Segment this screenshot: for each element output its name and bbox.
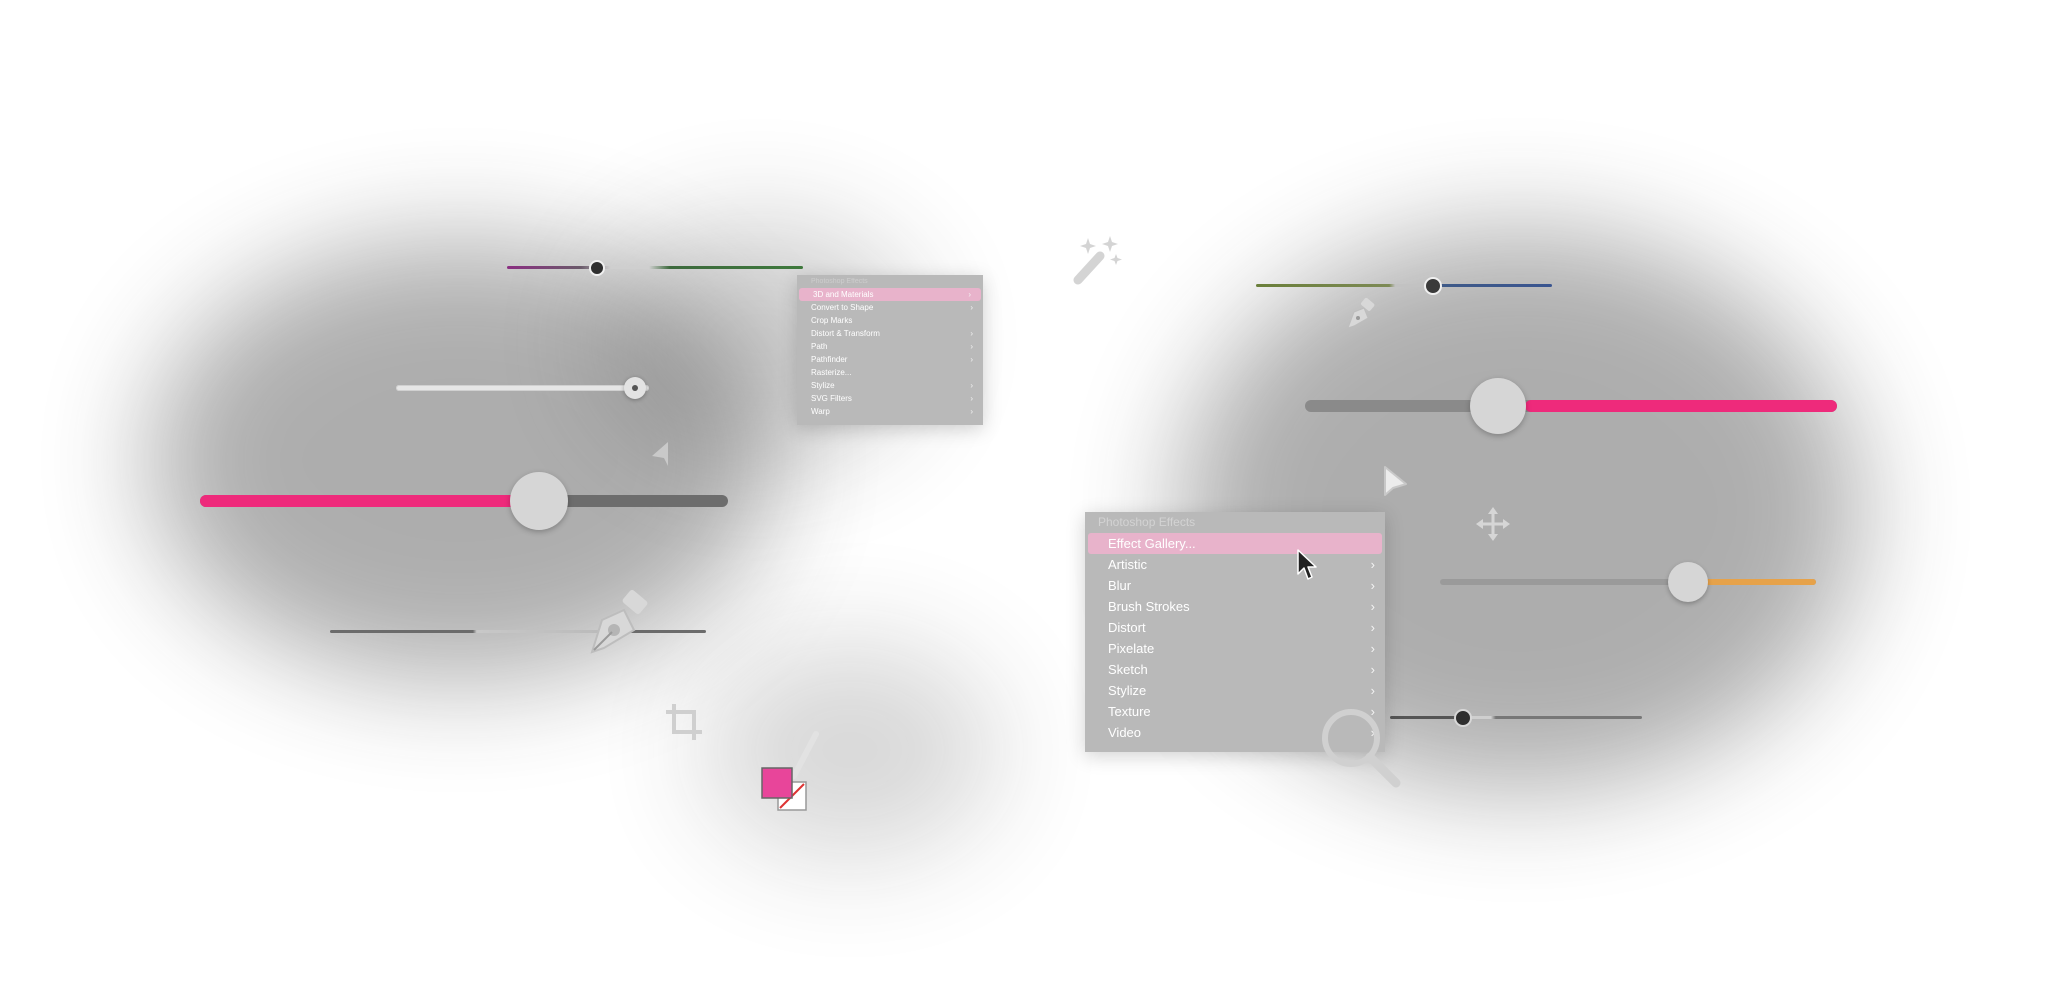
menu-item-warp[interactable]: Warp ›: [797, 405, 983, 418]
menu-item-label: Pathfinder: [811, 355, 848, 364]
menu-item-convert-to-shape[interactable]: Convert to Shape ›: [797, 301, 983, 314]
chevron-right-icon: ›: [970, 303, 973, 312]
menu-item-label: Video: [1108, 725, 1142, 740]
menu-item-crop-marks[interactable]: Crop Marks: [797, 314, 983, 327]
magic-wand-icon: [1073, 236, 1122, 285]
chevron-right-icon: ›: [970, 342, 973, 351]
slider-fill-right: [1690, 579, 1816, 585]
slider-white[interactable]: [396, 377, 649, 399]
crop-icon: [666, 704, 702, 740]
chevron-right-icon: ›: [1370, 557, 1375, 572]
chevron-right-icon: ›: [1370, 662, 1375, 677]
color-swatch-icon: [761, 731, 819, 811]
menu-item-brush-strokes[interactable]: Brush Strokes ›: [1085, 596, 1385, 617]
menu-item-sketch[interactable]: Sketch ›: [1085, 659, 1385, 680]
slider-thin-bottom-right[interactable]: [1390, 709, 1642, 727]
menu-item-label: Pixelate: [1108, 641, 1155, 656]
slider-knob[interactable]: [1470, 378, 1526, 434]
menu-item-label: Stylize: [1108, 683, 1147, 698]
chevron-right-icon: ›: [1370, 704, 1375, 719]
menu-item-label: Artistic: [1108, 557, 1147, 572]
chevron-right-icon: ›: [1370, 725, 1375, 740]
menu-item-label: SVG Filters: [811, 394, 852, 403]
menu-item-label: Rasterize...: [811, 368, 852, 377]
menu-item-label: Distort: [1108, 620, 1146, 635]
menu-item-pathfinder[interactable]: Pathfinder ›: [797, 353, 983, 366]
move-icon: [1476, 507, 1510, 541]
pen-nib-icon: [1347, 298, 1375, 329]
slider-knob[interactable]: [589, 260, 605, 276]
chevron-right-icon: ›: [970, 381, 973, 390]
slider-track: [1440, 579, 1816, 585]
slider-fill-right: [1525, 400, 1837, 412]
direct-select-arrow-icon: [652, 442, 668, 466]
slider-knob[interactable]: [1454, 709, 1472, 727]
pen-tool-icon: [590, 590, 648, 654]
menu-item-label: Warp: [811, 407, 830, 416]
menu-item-label: 3D and Materials: [813, 290, 874, 299]
menu-item-rasterize[interactable]: Rasterize...: [797, 366, 983, 379]
chevron-right-icon: ›: [1370, 578, 1375, 593]
menu-item-texture[interactable]: Texture ›: [1085, 701, 1385, 722]
menu-item-video[interactable]: Video ›: [1085, 722, 1385, 743]
slider-fill: [200, 495, 540, 507]
photoshop-effects-menu: Photoshop Effects Effect Gallery... Arti…: [1085, 512, 1385, 752]
menu-item-label: Crop Marks: [811, 316, 853, 325]
chevron-right-icon: ›: [1370, 620, 1375, 635]
menu-item-label: Path: [811, 342, 828, 351]
menu-item-label: Blur: [1108, 578, 1132, 593]
slider-track: [396, 385, 649, 391]
chevron-right-icon: ›: [1370, 641, 1375, 656]
chevron-right-icon: ›: [970, 407, 973, 416]
menu-item-distort-transform[interactable]: Distort & Transform ›: [797, 327, 983, 340]
menu-item-path[interactable]: Path ›: [797, 340, 983, 353]
menu-item-label: Sketch: [1108, 662, 1148, 677]
slider-knob[interactable]: [1424, 277, 1442, 295]
slider-thin-gradient-top-left[interactable]: [507, 260, 803, 276]
slider-track: [1390, 716, 1642, 719]
menu-item-artistic[interactable]: Artistic ›: [1085, 554, 1385, 575]
slider-track: [330, 630, 706, 633]
menu-item-svg-filters[interactable]: SVG Filters ›: [797, 392, 983, 405]
mouse-pointer-icon: [1297, 549, 1317, 580]
slider-knob[interactable]: [1668, 562, 1708, 602]
chevron-right-icon: ›: [970, 394, 973, 403]
slider-knob-dot: [632, 385, 638, 391]
menu-header: Photoshop Effects: [811, 278, 868, 285]
menu-item-stylize[interactable]: Stylize ›: [1085, 680, 1385, 701]
chevron-right-icon: ›: [970, 355, 973, 364]
slider-thin-gradient-top-right[interactable]: [1256, 277, 1552, 295]
slider-track: [1256, 284, 1552, 287]
chevron-right-icon: ›: [968, 290, 971, 299]
menu-item-label: Distort & Transform: [811, 329, 880, 338]
shadow-cloud-bottom: [700, 640, 1000, 860]
menu-item-pixelate[interactable]: Pixelate ›: [1085, 638, 1385, 659]
slider-orange[interactable]: [1440, 562, 1816, 602]
slider-pink-large-right[interactable]: [1305, 378, 1837, 434]
menu-item-label: Stylize: [811, 381, 835, 390]
menu-item-label: Brush Strokes: [1108, 599, 1190, 614]
slider-track: [507, 266, 803, 269]
menu-item-3d-and-materials[interactable]: 3D and Materials ›: [799, 288, 981, 301]
arrow-cursor-icon: [1384, 466, 1407, 496]
menu-item-label: Effect Gallery...: [1108, 536, 1196, 551]
menu-item-label: Texture: [1108, 704, 1151, 719]
slider-knob[interactable]: [624, 377, 646, 399]
chevron-right-icon: ›: [1370, 683, 1375, 698]
menu-item-blur[interactable]: Blur ›: [1085, 575, 1385, 596]
slider-pen-thin[interactable]: [330, 628, 706, 636]
chevron-right-icon: ›: [970, 329, 973, 338]
chevron-right-icon: ›: [1370, 599, 1375, 614]
menu-item-stylize[interactable]: Stylize ›: [797, 379, 983, 392]
small-effects-menu: Photoshop Effects 3D and Materials › Conv…: [797, 275, 983, 425]
slider-pink-large-left[interactable]: [200, 472, 728, 530]
menu-item-distort[interactable]: Distort ›: [1085, 617, 1385, 638]
magnifier-icon: [1322, 709, 1401, 788]
menu-header: Photoshop Effects: [1098, 515, 1196, 529]
menu-item-label: Convert to Shape: [811, 303, 874, 312]
slider-knob[interactable]: [510, 472, 568, 530]
menu-item-effect-gallery[interactable]: Effect Gallery...: [1088, 533, 1382, 554]
